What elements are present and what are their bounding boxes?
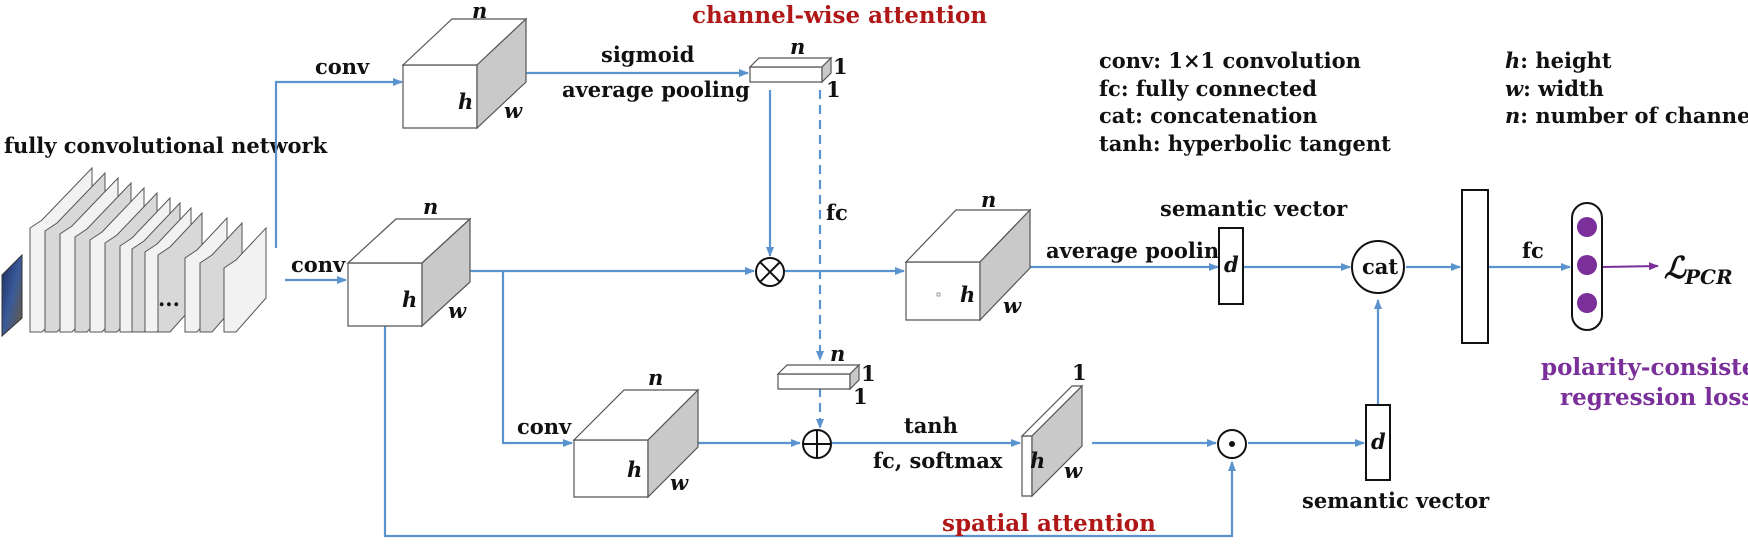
legend-dimensions: h: height w: width n: number of channels xyxy=(1505,48,1748,128)
spatial-vector-n: n xyxy=(830,341,845,366)
spatial-map-h: h xyxy=(1030,448,1045,473)
fc-label-dashed: fc xyxy=(826,200,848,225)
avgpool-label-mid: average pooling xyxy=(1046,238,1234,263)
connections xyxy=(274,69,1659,538)
channel-vector-1a: 1 xyxy=(833,54,848,79)
mid-block-h: h xyxy=(402,287,417,312)
arrow-mid-to-bottom-conv xyxy=(501,271,573,447)
semantic-vector-top-d: d xyxy=(1224,252,1239,277)
legend-width: w: width xyxy=(1505,76,1604,101)
conv-label-bottom: conv xyxy=(517,414,572,439)
top-conv-block: n h w xyxy=(401,0,528,130)
conv-label-top: conv xyxy=(315,54,370,79)
channel-vector-n: n xyxy=(790,34,805,59)
arrow-to-loss xyxy=(1601,262,1659,271)
cat-operator: cat xyxy=(1351,240,1405,294)
top-block-w: w xyxy=(504,98,523,123)
fcn-label: fully convolutional network xyxy=(4,133,328,158)
semantic-vector-bottom-label: semantic vector xyxy=(1302,488,1490,513)
fc-vector-box xyxy=(1461,189,1489,344)
spatial-attention-map: 1 h w xyxy=(1020,360,1087,498)
spatial-map-1: 1 xyxy=(1072,360,1087,385)
loss-subscript: PCR xyxy=(1684,265,1733,289)
channel-attention-title: channel-wise attention xyxy=(692,2,987,29)
top-block-h: h xyxy=(458,89,473,114)
channel-vector-1b: 1 xyxy=(826,77,841,102)
loss-script-l: ℒ xyxy=(1664,251,1687,286)
attended-block-h: h xyxy=(960,282,975,307)
input-image xyxy=(1,253,23,338)
bottom-conv-block: n h w xyxy=(572,365,700,499)
legend-channels: n: number of channels xyxy=(1505,103,1748,128)
fcn-layer xyxy=(223,226,267,333)
semantic-vector-bottom-d: d xyxy=(1371,429,1386,454)
spatial-attention-title: spatial attention xyxy=(942,510,1156,537)
loss-symbol: ℒ PCR xyxy=(1664,251,1733,289)
cat-label: cat xyxy=(1362,254,1398,279)
spatial-vector-1a: 1 xyxy=(861,361,876,386)
hadamard-operator xyxy=(1217,429,1247,459)
spatial-fc-vector: n 1 1 xyxy=(776,341,876,409)
bottom-block-n: n xyxy=(648,365,663,390)
channel-vector: n 1 1 xyxy=(748,34,848,102)
semantic-vector-bottom: d xyxy=(1365,404,1391,481)
legend-conv: conv: 1×1 convolution xyxy=(1099,48,1361,73)
semantic-vector-top-label: semantic vector xyxy=(1160,196,1348,221)
legend-height: h: height xyxy=(1505,48,1612,73)
spatial-vector-1b: 1 xyxy=(853,384,868,409)
top-block-n: n xyxy=(472,0,487,23)
spatial-map-w: w xyxy=(1064,458,1083,483)
mid-block-n: n xyxy=(423,194,438,219)
arrow-skip-to-hadamard xyxy=(383,326,1236,538)
middle-feature-block: n h w xyxy=(346,194,472,328)
bottom-block-w: w xyxy=(670,470,689,495)
sigmoid-label: sigmoid xyxy=(601,42,695,67)
avgpool-label-top: average pooling xyxy=(562,77,750,102)
loss-title-line2: regression loss xyxy=(1560,384,1748,411)
legend-abbreviations: conv: 1×1 convolution fc: fully connecte… xyxy=(1099,48,1391,156)
mid-block-w: w xyxy=(448,298,467,323)
legend-tanh: tanh: hyperbolic tangent xyxy=(1099,131,1391,156)
bottom-block-h: h xyxy=(627,457,642,482)
semantic-vector-top: d xyxy=(1218,227,1244,305)
legend-cat: cat: concatenation xyxy=(1099,103,1318,128)
attended-feature-block: n h w xyxy=(904,187,1032,322)
output-nodes xyxy=(1571,202,1603,331)
fc-softmax-label: fc, softmax xyxy=(873,448,1003,473)
arrow-fcn-to-top-conv xyxy=(274,78,403,248)
add-operator xyxy=(802,429,832,459)
attended-block-n: n xyxy=(981,187,996,212)
legend-fc: fc: fully connected xyxy=(1099,76,1317,101)
attended-block-w: w xyxy=(1003,293,1022,318)
fc-label-right: fc xyxy=(1522,238,1544,263)
loss-title-line1: polarity-consistent xyxy=(1541,354,1748,381)
tanh-label: tanh xyxy=(904,413,958,438)
conv-label-mid: conv xyxy=(291,252,346,277)
fcn-stack: ... xyxy=(1,166,267,338)
fcn-ellipsis: ... xyxy=(158,286,180,311)
multiply-operator xyxy=(755,257,785,287)
